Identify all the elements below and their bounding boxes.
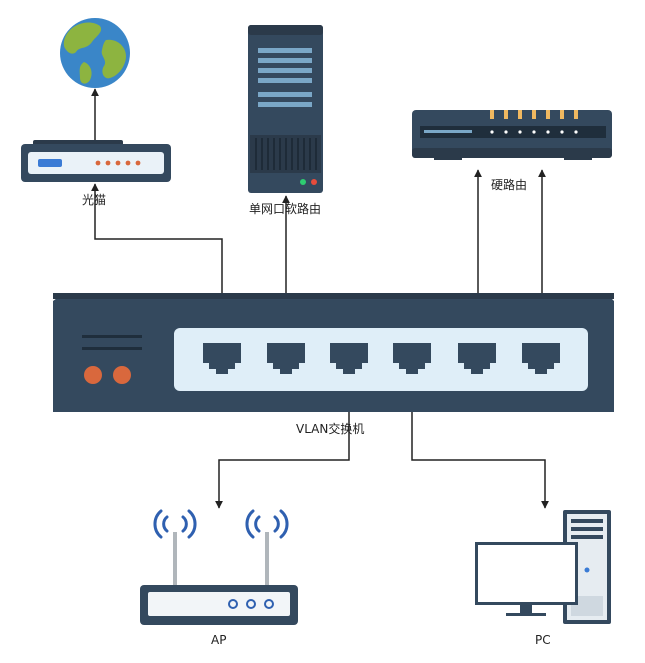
connectors <box>91 88 549 509</box>
router-icon <box>412 110 612 160</box>
globe-icon <box>60 18 130 88</box>
hard-router-label: 硬路由 <box>491 178 528 192</box>
switch-port <box>522 343 560 374</box>
desktop-pc-icon <box>475 510 611 624</box>
connector-switch-pc <box>411 412 549 509</box>
switch-port <box>458 343 496 374</box>
modem-label: 光猫 <box>82 193 107 207</box>
wifi-icon <box>153 509 289 539</box>
switch-icon <box>53 293 614 412</box>
switch-port <box>330 343 368 374</box>
connector-switch-ap <box>215 412 350 509</box>
pc-label: PC <box>535 633 551 647</box>
switch-port <box>267 343 305 374</box>
ap-label: AP <box>211 633 227 647</box>
connector-switch-modem <box>91 183 223 293</box>
switch-label: VLAN交换机 <box>296 422 365 436</box>
soft-router-label: 单网口软路由 <box>249 202 322 216</box>
switch-port <box>203 343 241 374</box>
modem-icon <box>21 140 171 182</box>
access-point-icon <box>140 509 298 625</box>
switch-port <box>393 343 431 374</box>
server-icon <box>248 25 323 193</box>
